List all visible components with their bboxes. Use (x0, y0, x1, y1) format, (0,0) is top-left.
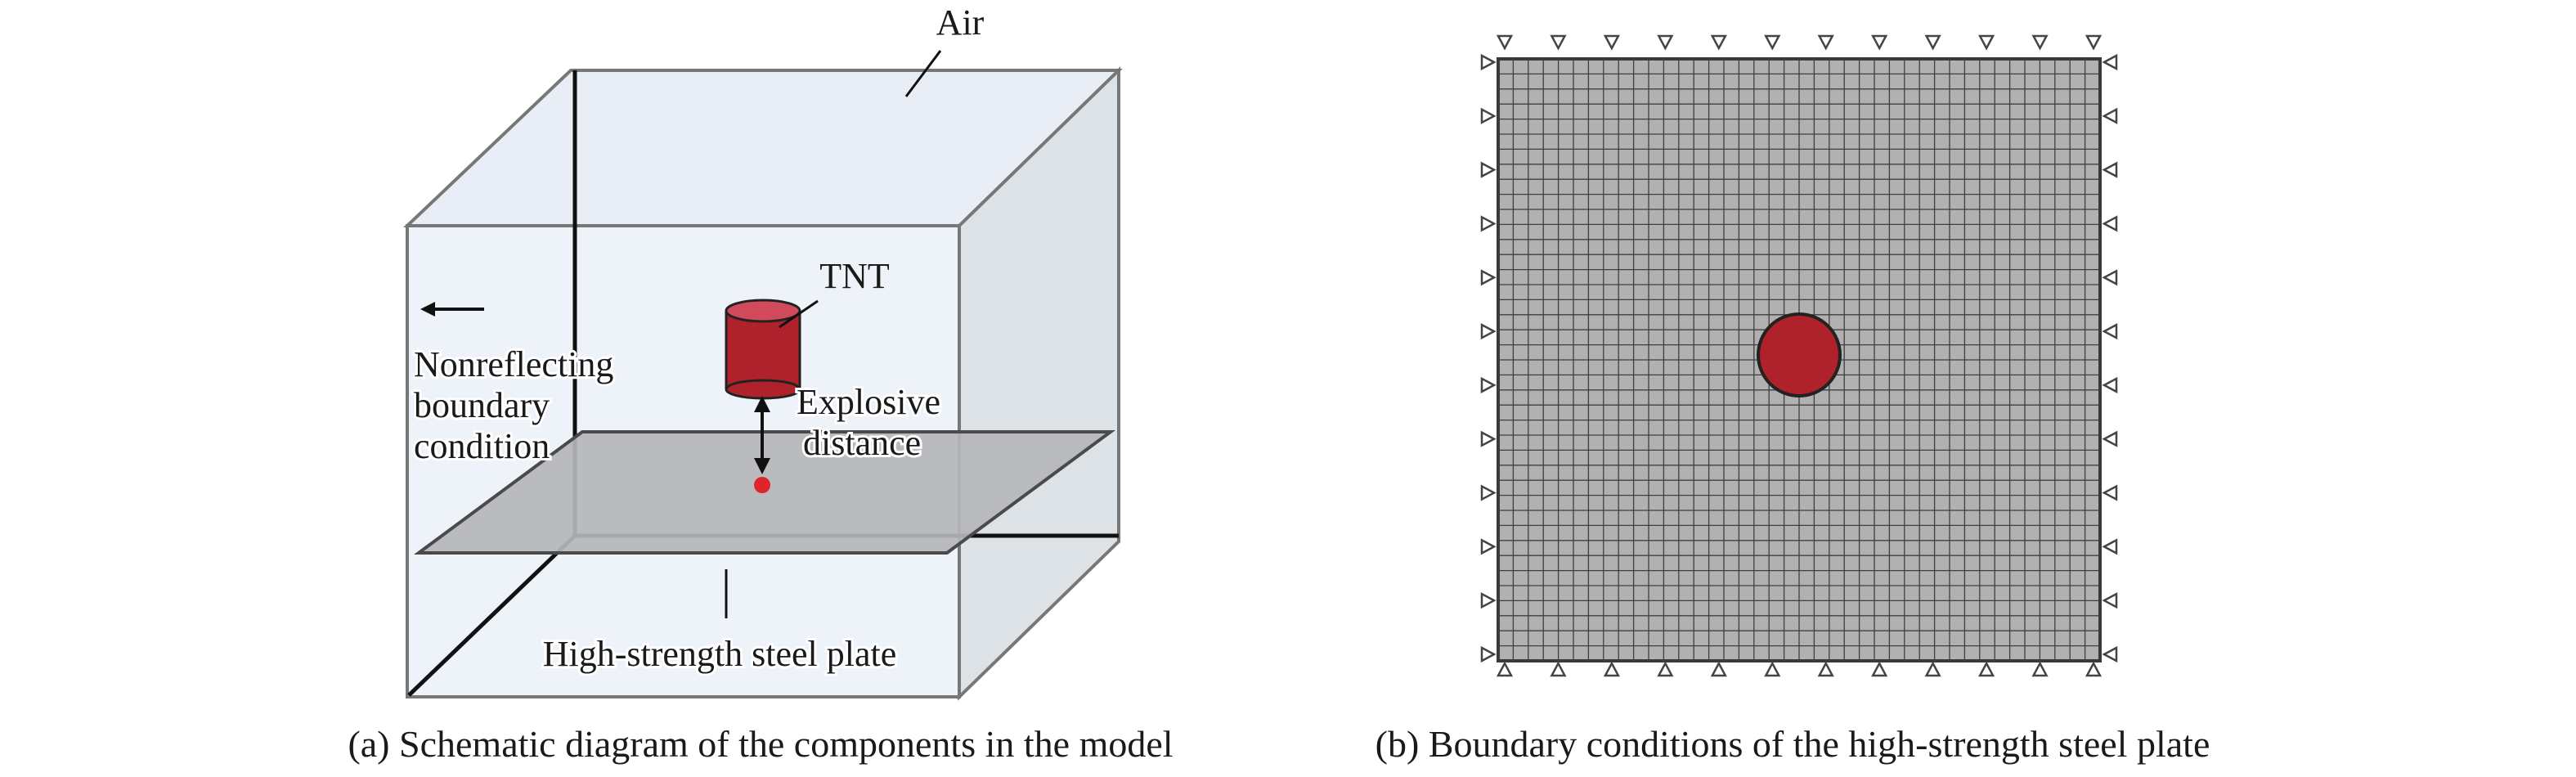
support-triangle-bottom (1817, 661, 1834, 677)
support-triangle-left (1480, 376, 1497, 393)
support-triangle-bottom (2085, 661, 2103, 677)
panel-b-boundary-conditions: (b) Boundary conditions of the high-stre… (1376, 34, 2210, 765)
nonreflecting-arrow-head (420, 302, 435, 317)
support-triangle-left (1480, 215, 1497, 232)
plate-label: High-strength steel plate (543, 634, 897, 674)
support-triangle-left (1480, 323, 1497, 340)
support-triangle-left (1480, 161, 1497, 178)
support-triangle-right (2102, 376, 2118, 393)
support-triangle-top (2031, 34, 2049, 51)
boundary-supports (1480, 34, 2118, 677)
support-triangle-right (2102, 53, 2118, 71)
support-triangle-bottom (1764, 661, 1781, 677)
support-triangle-top (1924, 34, 1941, 51)
support-triangle-top (1496, 34, 1514, 51)
support-triangle-top (2085, 34, 2103, 51)
support-triangle-left (1480, 430, 1497, 447)
support-triangle-bottom (1657, 661, 1674, 677)
explosive-distance-arrow-up-head (754, 396, 770, 412)
support-triangle-top (1710, 34, 1727, 51)
detonation-point (754, 477, 770, 493)
support-triangle-right (2102, 269, 2118, 286)
support-triangle-top (1550, 34, 1567, 51)
support-triangle-top (1978, 34, 1995, 51)
support-triangle-left (1480, 269, 1497, 286)
tnt-cylinder-body (726, 311, 800, 389)
support-triangle-right (2102, 161, 2118, 178)
support-triangle-left (1480, 538, 1497, 555)
support-triangle-left (1480, 645, 1497, 663)
support-triangle-left (1480, 592, 1497, 609)
nonreflecting-label-line-1: Nonreflecting (414, 344, 613, 384)
support-triangle-bottom (1871, 661, 1888, 677)
support-triangle-right (2102, 484, 2118, 501)
support-triangle-bottom (1550, 661, 1567, 677)
tnt-cylinder-top (725, 299, 801, 323)
support-triangle-left (1480, 107, 1497, 124)
support-triangle-right (2102, 430, 2118, 447)
support-triangle-left (1480, 53, 1497, 71)
support-triangle-top (1764, 34, 1781, 51)
support-triangle-bottom (2031, 661, 2049, 677)
support-triangle-bottom (1603, 661, 1620, 677)
support-triangle-left (1480, 484, 1497, 501)
nonreflecting-label-line-2: boundary (414, 385, 550, 425)
support-triangle-top (1817, 34, 1834, 51)
tnt-charge-footprint (1757, 312, 1842, 397)
support-triangle-right (2102, 107, 2118, 124)
support-triangle-bottom (1496, 661, 1514, 677)
support-triangle-top (1657, 34, 1674, 51)
back-depth-edge (407, 534, 577, 697)
support-triangle-right (2102, 538, 2118, 555)
air-label: Air (936, 2, 985, 43)
support-triangle-right (2102, 645, 2118, 663)
support-triangle-right (2102, 592, 2118, 609)
tnt-leader-line (779, 299, 819, 329)
panel-a-schematic: Air TNT Nonreflecting boundary condition… (348, 2, 1173, 765)
tnt-cylinder-bottom (725, 379, 801, 400)
support-triangle-right (2102, 323, 2118, 340)
air-leader-line (904, 50, 942, 97)
explosive-distance-label-line-1: Explosive (797, 382, 940, 422)
explosive-distance-arrow-down-head (754, 458, 770, 474)
support-triangle-bottom (1924, 661, 1941, 677)
support-triangle-top (1871, 34, 1888, 51)
tnt-label: TNT (819, 256, 890, 296)
support-triangle-bottom (1978, 661, 1995, 677)
support-triangle-top (1603, 34, 1620, 51)
nonreflecting-label-line-3: condition (414, 426, 550, 466)
caption-a: (a) Schematic diagram of the components … (348, 723, 1173, 765)
tnt-charge (725, 299, 801, 400)
support-triangle-bottom (1710, 661, 1727, 677)
explosive-distance-label-line-2: distance (803, 423, 921, 463)
caption-b: (b) Boundary conditions of the high-stre… (1376, 723, 2210, 765)
support-triangle-right (2102, 215, 2118, 232)
